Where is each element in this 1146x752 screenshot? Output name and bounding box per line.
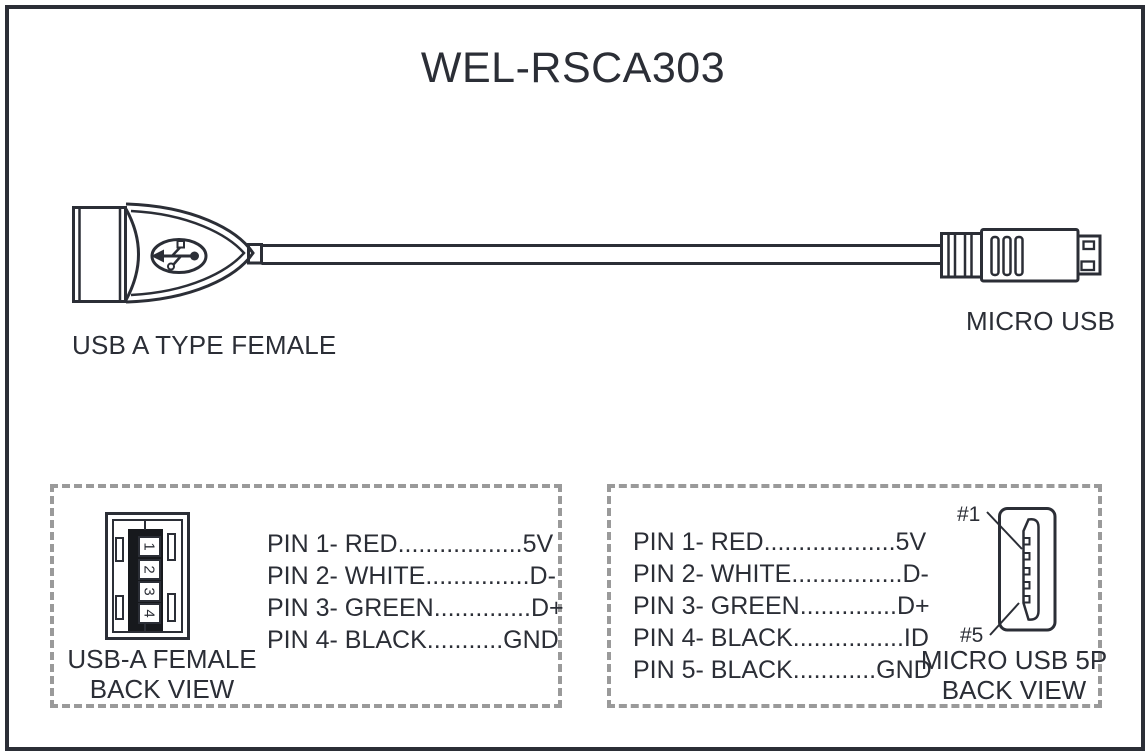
pin1-leader-line [986, 511, 1023, 550]
pin-row: PIN 1- RED..................5V [267, 530, 554, 558]
micro-usb-pin-list: PIN 1- RED...................5V PIN 2- W… [633, 526, 932, 686]
pin-number-box: 2 [138, 559, 161, 580]
pin-number: 1 [141, 542, 158, 551]
micro-usb-connector-label: MICRO USB [966, 306, 1116, 336]
usb-a-tab [167, 593, 176, 622]
usb-a-pinout-panel: 1 2 3 4 PIN 1- RED..................5V P… [50, 484, 564, 708]
usb-a-tab [115, 595, 124, 620]
caption-line: BACK VIEW [89, 674, 235, 704]
cable-drawing [72, 202, 1102, 304]
pin-row: PIN 3- GREEN..............D+ [633, 592, 930, 620]
caption-line: BACK VIEW [941, 675, 1087, 705]
usb-a-tab [167, 533, 176, 561]
usb-a-female-connector-drawing [72, 202, 263, 304]
pin-row: PIN 4- BLACK...........GND [267, 626, 559, 654]
usb-a-connector-label: USB A TYPE FEMALE [72, 330, 337, 360]
pin-row: PIN 4- BLACK................ID [633, 624, 929, 652]
caption-line: MICRO USB 5P [920, 645, 1108, 675]
pin-row: PIN 1- RED...................5V [633, 528, 927, 556]
micro-usb-connector-drawing [940, 228, 1102, 283]
pin1-callout-label: #1 [957, 503, 980, 526]
pin5-callout-label: #5 [960, 624, 983, 647]
pin-row: PIN 2- WHITE...............D- [267, 562, 556, 590]
pin-number: 4 [141, 609, 158, 618]
pin-row: PIN 2- WHITE................D- [633, 560, 929, 588]
pin-row: PIN 3- GREEN..............D+ [267, 594, 564, 622]
usb-a-tab [115, 537, 124, 562]
usb-trident-icon [151, 240, 199, 271]
pin-number-box: 4 [138, 603, 161, 624]
micro-usb-pinout-panel: PIN 1- RED...................5V PIN 2- W… [607, 484, 1107, 708]
cable-line [261, 244, 943, 265]
usb-a-key-tick-bottom [144, 622, 146, 633]
pin-number: 2 [141, 565, 158, 574]
page-title: WEL-RSCA303 [420, 44, 726, 92]
pin-number: 3 [141, 587, 158, 596]
micro-usb-back-view-caption: MICRO USB 5P BACK VIEW [914, 645, 1114, 705]
caption-line: USB-A FEMALE [67, 644, 257, 674]
pin5-leader-line [989, 602, 1020, 636]
pin-number-box: 1 [138, 536, 161, 557]
pin-row: PIN 5- BLACK............GND [633, 656, 932, 684]
usb-a-back-view-caption: USB-A FEMALE BACK VIEW [57, 644, 267, 704]
micro-usb-back-view-drawing: #1 #5 [957, 503, 1057, 647]
pin-number-box: 3 [138, 581, 161, 602]
usb-a-pin-list: PIN 1- RED..................5V PIN 2- WH… [267, 528, 564, 656]
usb-a-key-tick-top [144, 519, 146, 530]
